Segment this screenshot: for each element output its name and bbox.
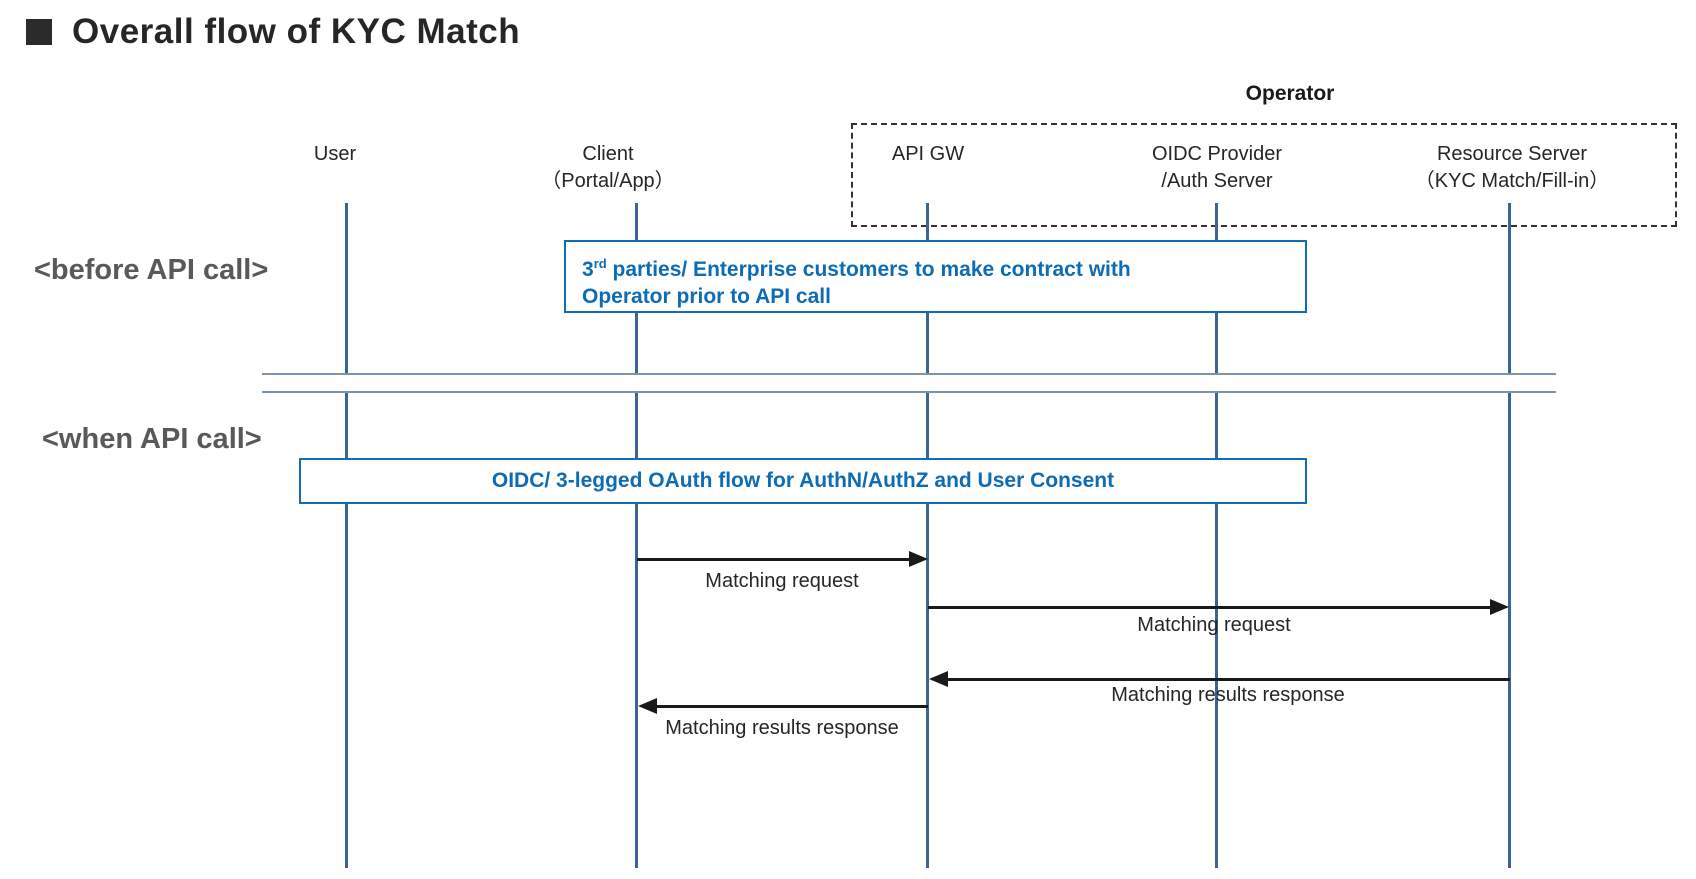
participant-oidc-provider-label: OIDC Provider bbox=[1151, 143, 1283, 165]
participant-oidc-provider-sublabel: /Auth Server bbox=[1161, 170, 1273, 192]
lifeline-oidc-provider-lower bbox=[1215, 393, 1218, 868]
participant-client: Client （Portal/App） bbox=[495, 141, 721, 195]
lifeline-user-lower bbox=[345, 393, 348, 868]
contract-note-box: 3rd parties/ Enterprise customers to mak… bbox=[564, 240, 1307, 313]
lifeline-resource-server-lower bbox=[1508, 393, 1511, 868]
message-3-arrowhead-icon bbox=[929, 671, 948, 687]
page-title: Overall flow of KYC Match bbox=[26, 12, 520, 52]
message-2-label: Matching request bbox=[1137, 614, 1291, 636]
message-2-line bbox=[928, 606, 1492, 609]
participant-client-sublabel: （Portal/App） bbox=[541, 170, 675, 192]
message-1-arrowhead-icon bbox=[909, 551, 928, 567]
lifeline-resource-server-upper bbox=[1508, 203, 1511, 374]
participant-client-label: Client bbox=[582, 143, 634, 165]
section-separator-line-top bbox=[262, 373, 1556, 375]
lifeline-client-lower bbox=[635, 393, 638, 868]
message-4-label: Matching results response bbox=[665, 717, 899, 739]
section-separator-line-bottom bbox=[262, 391, 1556, 393]
phase-when-api-call-label: <when API call> bbox=[42, 423, 262, 455]
participant-resource-server-sublabel: （KYC Match/Fill-in） bbox=[1414, 170, 1610, 192]
message-1-label: Matching request bbox=[705, 570, 859, 592]
participant-oidc-provider: OIDC Provider /Auth Server bbox=[1107, 141, 1327, 195]
lifeline-api-gw-lower bbox=[926, 393, 929, 868]
message-4-line bbox=[656, 705, 928, 708]
title-bullet-square-icon bbox=[26, 19, 52, 45]
oauth-note-box: OIDC/ 3-legged OAuth flow for AuthN/Auth… bbox=[299, 458, 1307, 504]
message-4-arrowhead-icon bbox=[638, 698, 657, 714]
page-title-text: Overall flow of KYC Match bbox=[72, 12, 521, 51]
operator-group-box bbox=[851, 123, 1677, 227]
operator-group-label: Operator bbox=[1245, 82, 1335, 105]
participant-user-label: User bbox=[313, 143, 357, 165]
participant-resource-server-label: Resource Server bbox=[1436, 143, 1588, 165]
contract-note-line2: Operator prior to API call bbox=[582, 285, 831, 308]
message-3-label: Matching results response bbox=[1111, 684, 1345, 706]
participant-api-gw: API GW bbox=[838, 141, 1018, 168]
participant-api-gw-label: API GW bbox=[891, 143, 965, 165]
participant-resource-server: Resource Server （KYC Match/Fill-in） bbox=[1382, 141, 1642, 195]
lifeline-user-upper bbox=[345, 203, 348, 374]
participant-user: User bbox=[245, 141, 425, 168]
message-3-line bbox=[947, 678, 1510, 681]
contract-note-line1: 3rd parties/ Enterprise customers to mak… bbox=[582, 256, 1131, 281]
contract-note-superscript: rd bbox=[593, 256, 607, 271]
phase-before-api-call-label: <before API call> bbox=[34, 254, 269, 286]
message-2-arrowhead-icon bbox=[1490, 599, 1509, 615]
message-1-line bbox=[637, 558, 911, 561]
